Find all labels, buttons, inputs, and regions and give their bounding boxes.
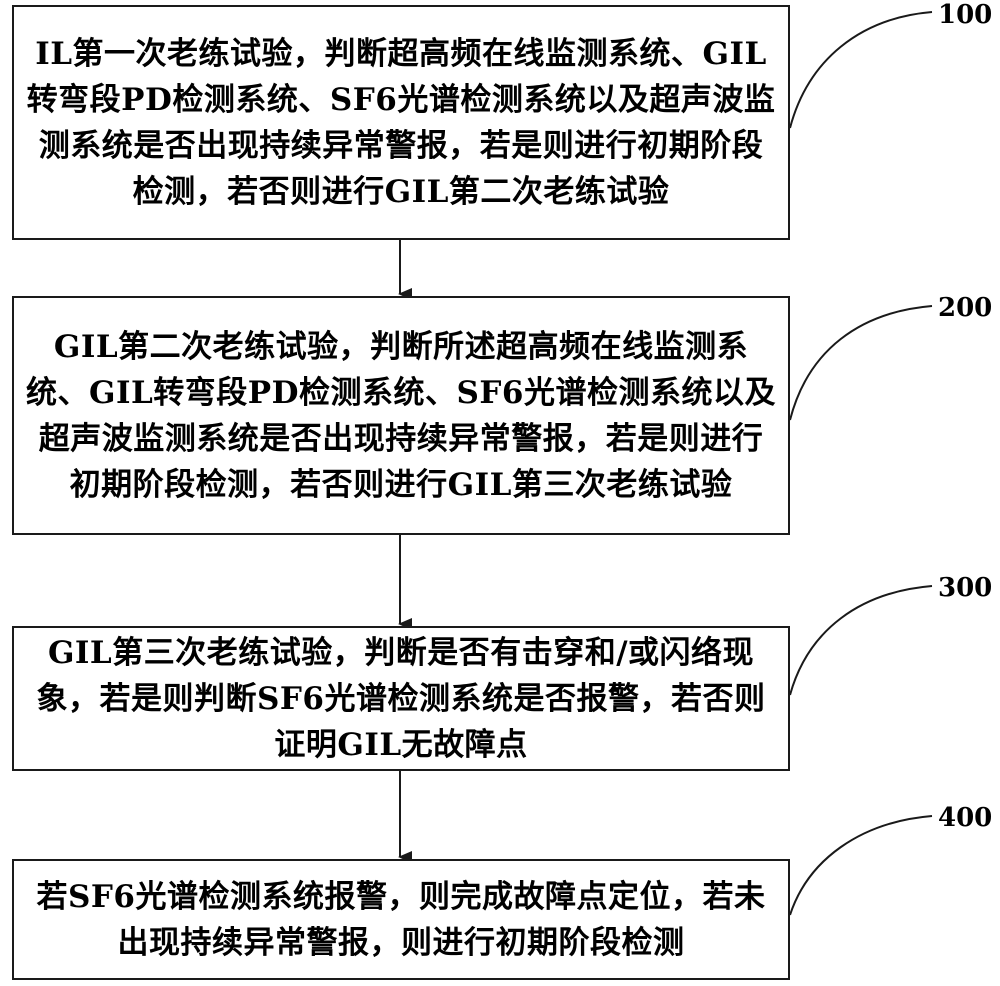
- step-number-100: 100: [938, 0, 993, 30]
- step-text-100: IL第一次老练试验，判断超高频在线监测系统、GIL转弯段PD检测系统、SF6光谱…: [26, 35, 776, 210]
- leader-line-100: [789, 11, 933, 129]
- leader-line-400: [789, 815, 933, 916]
- step-box-100: IL第一次老练试验，判断超高频在线监测系统、GIL转弯段PD检测系统、SF6光谱…: [12, 5, 790, 240]
- step-box-400: 若SF6光谱检测系统报警，则完成故障点定位，若未出现持续异常警报，则进行初期阶段…: [12, 859, 790, 980]
- leader-line-200: [789, 305, 933, 421]
- step-number-300: 300: [938, 573, 993, 603]
- leader-line-300: [789, 585, 933, 696]
- step-number-400: 400: [938, 803, 993, 833]
- step-box-300: GIL第三次老练试验，判断是否有击穿和/或闪络现象，若是则判断SF6光谱检测系统…: [12, 626, 790, 771]
- step-number-200: 200: [938, 293, 993, 323]
- step-text-200: GIL第二次老练试验，判断所述超高频在线监测系统、GIL转弯段PD检测系统、SF…: [26, 328, 776, 503]
- step-box-200: GIL第二次老练试验，判断所述超高频在线监测系统、GIL转弯段PD检测系统、SF…: [12, 296, 790, 535]
- step-text-300: GIL第三次老练试验，判断是否有击穿和/或闪络现象，若是则判断SF6光谱检测系统…: [36, 634, 766, 763]
- step-text-400: 若SF6光谱检测系统报警，则完成故障点定位，若未出现持续异常警报，则进行初期阶段…: [36, 878, 766, 961]
